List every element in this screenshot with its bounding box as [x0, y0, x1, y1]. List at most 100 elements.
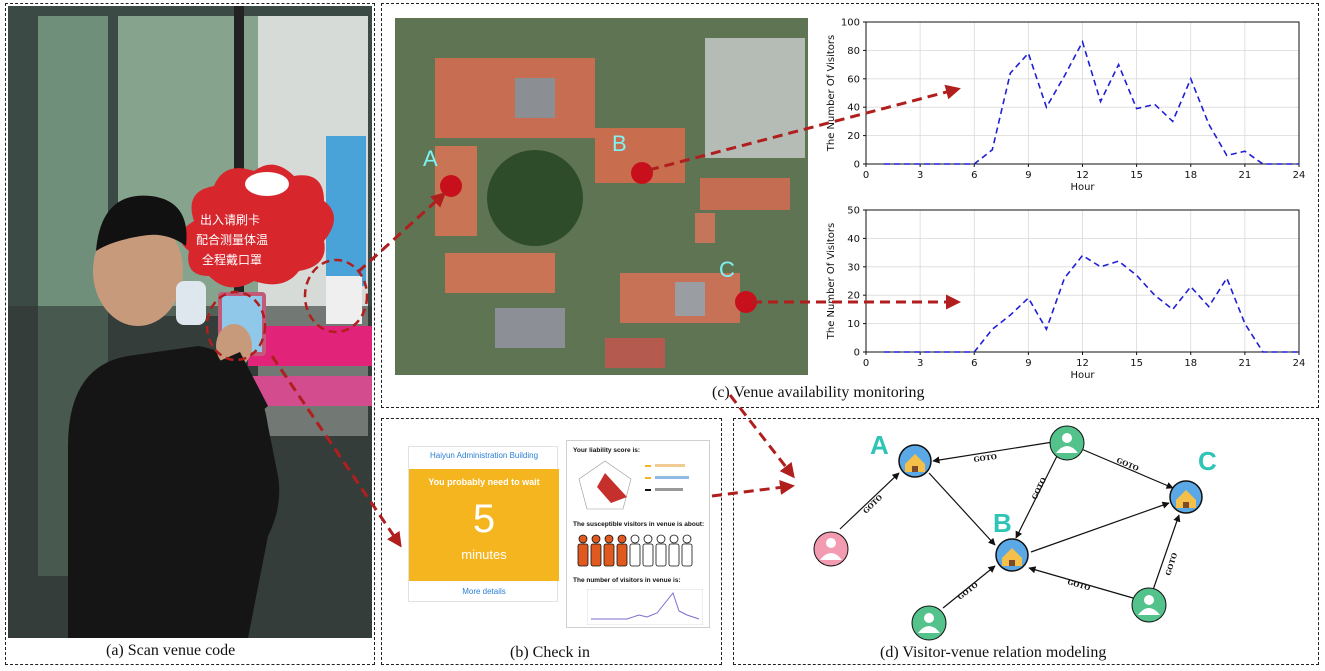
x-tick-label: 18 — [1184, 170, 1197, 181]
y-tick-label: 80 — [847, 46, 860, 57]
building — [445, 253, 555, 293]
x-axis-label: Hour — [1070, 370, 1095, 381]
person-icon-body — [603, 543, 615, 567]
visitors-heading: The number of visitors in venue is: — [573, 577, 681, 584]
arrow-monitoring-to-graph — [728, 394, 795, 479]
people-icons — [577, 534, 693, 567]
sign-cloud — [180, 164, 334, 288]
edge-right-c — [1152, 514, 1181, 591]
panel-venue-monitoring — [381, 3, 1319, 408]
x-tick-label: 6 — [971, 170, 977, 181]
person-icon-body — [681, 543, 693, 567]
checkin-screen: Haiyun Administration Building You proba… — [408, 446, 559, 602]
y-axis-label: The Number Of Visitors — [826, 223, 837, 340]
person — [68, 346, 280, 638]
y-tick-label: 10 — [847, 319, 860, 330]
wait-card: You probably need to wait 5 minutes — [409, 469, 559, 581]
edge-top-b — [1015, 455, 1058, 539]
x-tick-label: 3 — [917, 170, 923, 181]
edge-b-c — [1030, 501, 1170, 553]
mini-visitor-chart — [587, 589, 703, 625]
x-tick-label: 24 — [1293, 358, 1306, 369]
liability-heading: Your liability score is: — [573, 447, 641, 454]
caption-d: (d) Visitor-venue relation modeling — [880, 644, 1107, 661]
y-tick-label: 40 — [847, 103, 860, 114]
venue-node-c — [1169, 480, 1203, 514]
building — [700, 178, 790, 210]
y-tick-label: 20 — [847, 131, 860, 142]
sign-line-2: 配合测量体温 — [196, 232, 268, 247]
caption-c: (c) Venue availability monitoring — [712, 384, 925, 401]
wait-unit: minutes — [461, 547, 507, 562]
edge-visitor-a-goto — [839, 472, 900, 530]
relation-graph: GOTO GOTO GOTO GOTO GOTO GOTO GOTO — [813, 425, 1203, 641]
person-icon — [630, 534, 640, 544]
map-label-b: B — [612, 131, 627, 156]
building — [695, 213, 715, 243]
y-tick-label: 0 — [854, 160, 860, 171]
qr-highlight — [303, 258, 369, 334]
person-icon — [617, 534, 627, 544]
liability-report: Your liability score is: The susceptible… — [566, 440, 710, 628]
person-icon — [578, 534, 588, 544]
map-label-a: A — [423, 146, 438, 171]
x-tick-label: 21 — [1239, 358, 1252, 369]
x-tick-label: 15 — [1130, 170, 1143, 181]
graph-label-c: C — [1198, 446, 1217, 476]
panel-check-in — [381, 418, 722, 665]
person-icon — [669, 534, 679, 544]
infected-visitor-node — [813, 531, 849, 567]
susceptible-heading: The susceptible visitors in venue is abo… — [573, 521, 705, 528]
radar-legend — [645, 464, 689, 491]
x-tick-label: 21 — [1239, 170, 1252, 181]
scan-photo: 出入请刷卡 配合测量体温 全程戴口罩 — [8, 6, 372, 638]
x-tick-label: 18 — [1184, 358, 1197, 369]
person-icon-body — [668, 543, 680, 567]
visitor-node-top — [1049, 425, 1085, 461]
x-tick-label: 6 — [971, 358, 977, 369]
y-tick-label: 50 — [847, 206, 860, 217]
radar-chart — [578, 460, 632, 510]
x-tick-label: 12 — [1076, 170, 1089, 181]
y-tick-label: 60 — [847, 74, 860, 85]
y-tick-label: 0 — [854, 348, 860, 359]
panel-relation-modeling — [733, 418, 1319, 665]
arrow-b-to-chart — [648, 84, 961, 172]
visitor-node-right — [1131, 587, 1167, 623]
building-name: Haiyun Administration Building — [429, 451, 539, 460]
edge-bottom-b — [942, 565, 996, 609]
arrow-qr-to-a — [356, 191, 447, 274]
venue-marker-b — [631, 162, 653, 184]
edge-a-b — [928, 472, 996, 546]
person-icon — [682, 534, 692, 544]
person-icon-body — [616, 543, 628, 567]
person-icon-body — [577, 543, 589, 567]
person-icon-body — [642, 543, 654, 567]
qr-poster — [326, 276, 362, 324]
graph-label-a: A — [870, 430, 889, 460]
edge-top-c — [1078, 447, 1174, 489]
person-icon — [604, 534, 614, 544]
x-tick-label: 15 — [1130, 358, 1143, 369]
person-icon — [643, 534, 653, 544]
person-icon — [656, 534, 666, 544]
graph-label-b: B — [993, 508, 1012, 538]
x-tick-label: 9 — [1025, 170, 1031, 181]
y-tick-label: 40 — [847, 234, 860, 245]
y-axis-label: The Number Of Visitors — [826, 35, 837, 152]
edge-right-b — [1028, 566, 1134, 599]
map-label-c: C — [719, 257, 735, 282]
caption-a: (a) Scan venue code — [106, 642, 236, 659]
more-details-link[interactable]: More details — [462, 587, 506, 596]
goto-label: GOTO — [973, 452, 997, 464]
edge-top-a — [932, 441, 1054, 464]
wait-text: You probably need to wait — [428, 477, 540, 487]
person-icon-body — [655, 543, 667, 567]
aerial-map — [395, 18, 808, 375]
x-tick-label: 12 — [1076, 358, 1089, 369]
arrow-checkin-to-graph — [711, 480, 795, 498]
x-tick-label: 0 — [863, 358, 869, 369]
y-tick-label: 30 — [847, 262, 860, 273]
